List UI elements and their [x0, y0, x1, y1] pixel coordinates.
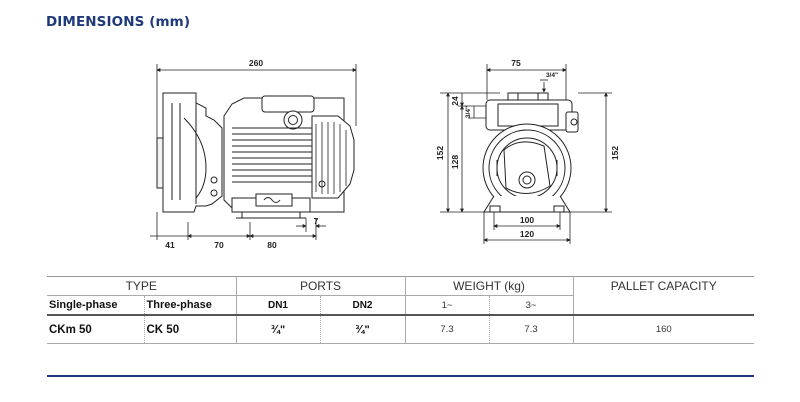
dim-overall-length: 260 [249, 58, 263, 68]
model-single-phase: CKm 50 [47, 315, 144, 344]
pump-front-view [482, 92, 579, 213]
dim-height-left: 152 [435, 146, 445, 160]
bottom-divider [47, 375, 754, 377]
dim-100: 100 [520, 215, 534, 225]
dim-24: 24 [450, 96, 460, 106]
front-dimension-lines [440, 64, 612, 244]
side-dimension-lines [150, 64, 357, 240]
dim-120: 120 [520, 229, 534, 239]
dim-height-right: 152 [610, 146, 620, 160]
port-dn2-value: ¾" [319, 315, 405, 344]
table-header-row: TYPE PORTS WEIGHT (kg) PALLET CAPACITY [47, 276, 754, 316]
dim-7: 7 [314, 216, 319, 226]
table-subheader-row: Single-phase Three-phase DN1 DN2 1~ 3~ [47, 295, 754, 316]
dim-75: 75 [511, 58, 521, 68]
pallet-capacity-value: 160 [572, 315, 754, 344]
dim-34: 3/4" [465, 106, 472, 118]
weight-header: WEIGHT (kg) [404, 276, 573, 296]
pump-side-view [156, 92, 355, 219]
type-header: TYPE [47, 276, 236, 296]
single-phase-label: Single-phase [47, 295, 144, 316]
model-three-phase: CK 50 [143, 315, 236, 344]
dim-80: 80 [267, 240, 277, 250]
dim-41: 41 [165, 240, 175, 250]
dim-128: 128 [450, 155, 460, 169]
table-row: CKm 50 CK 50 ¾" ¾" 7.3 7.3 160 [47, 315, 754, 344]
port-dn1-value: ¾" [235, 315, 320, 344]
dn2-label: DN2 [319, 295, 405, 316]
dimension-drawing: 260 41 70 80 7 [150, 58, 620, 250]
dim-port-size: 3/4" [546, 72, 558, 79]
weight-single-value: 7.3 [404, 315, 489, 344]
dim-70: 70 [214, 240, 224, 250]
pallet-header: PALLET CAPACITY [572, 276, 754, 316]
weight-single-label: 1~ [404, 295, 489, 316]
specifications-table: TYPE PORTS WEIGHT (kg) PALLET CAPACITY S… [47, 276, 754, 344]
dn1-label: DN1 [235, 295, 320, 316]
weight-three-value: 7.3 [488, 315, 573, 344]
page-title: DIMENSIONS (mm) [46, 14, 191, 30]
ports-header: PORTS [235, 276, 405, 296]
three-phase-label: Three-phase [143, 295, 236, 316]
weight-three-label: 3~ [488, 295, 573, 316]
